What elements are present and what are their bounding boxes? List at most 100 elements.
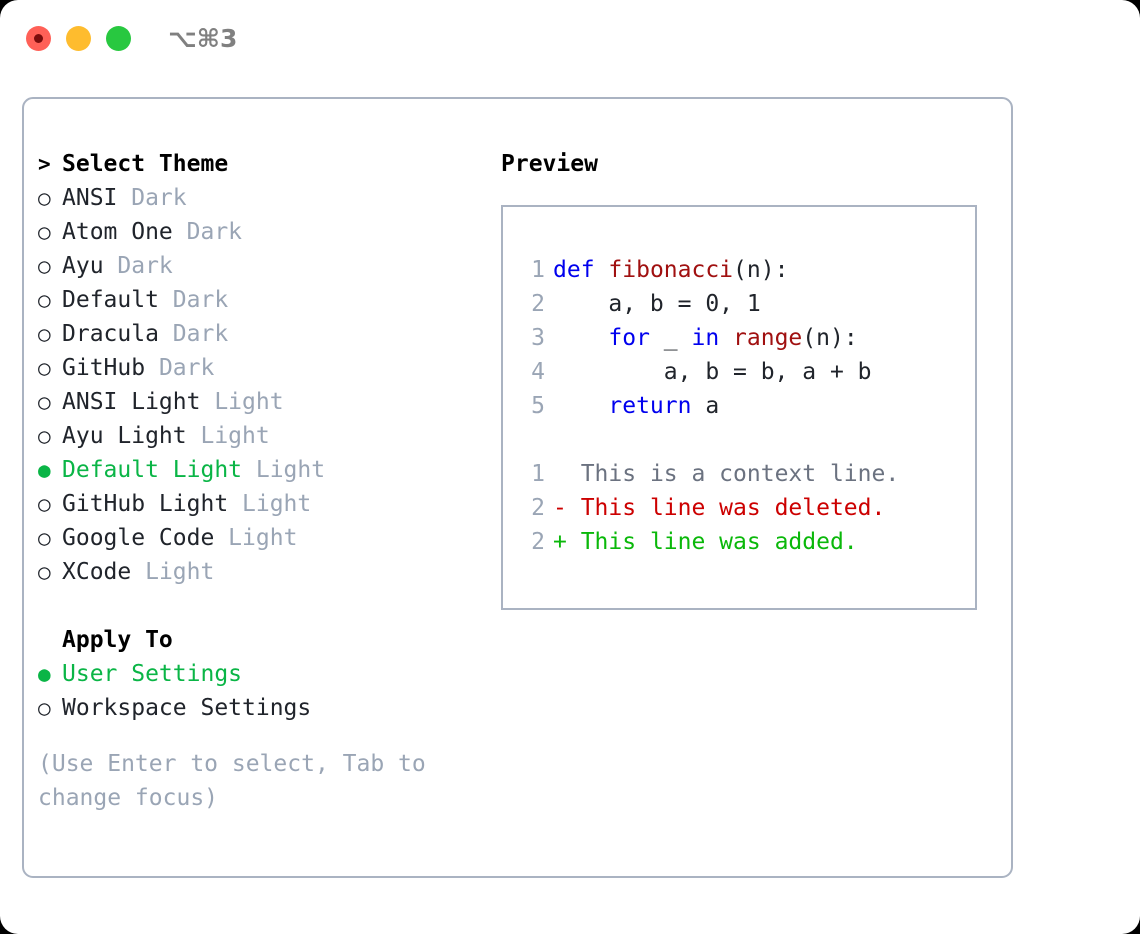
prompt-caret-icon: > xyxy=(38,152,51,176)
theme-option-default-light[interactable]: ● Default Light Light xyxy=(38,453,478,487)
apply-to-option-label: Workspace Settings xyxy=(62,695,312,721)
theme-selector-panel: >Select Theme ○ANSI Dark○Atom One Dark○A… xyxy=(22,97,1013,878)
code-token: (n): xyxy=(802,325,858,351)
theme-option-label: Atom One xyxy=(62,219,173,245)
line-number: 2 xyxy=(531,291,545,317)
theme-option-tag: Dark xyxy=(103,253,173,279)
theme-option-label: Ayu Light xyxy=(62,423,187,449)
radio-unselected-icon: ○ xyxy=(38,356,51,380)
radio-selected-icon: ● xyxy=(38,458,51,482)
preview-gap xyxy=(519,423,975,457)
diff-line: 2+ This line was added. xyxy=(519,525,975,559)
line-number: 1 xyxy=(531,257,545,283)
theme-option-ayu[interactable]: ○Ayu Dark xyxy=(38,249,478,283)
theme-option-label: Default xyxy=(62,287,159,313)
radio-unselected-icon: ○ xyxy=(38,288,51,312)
apply-to-options: ●User Settings ○ Workspace Settings xyxy=(38,657,478,725)
theme-options: ○ANSI Dark○Atom One Dark○Ayu Dark○Defaul… xyxy=(38,181,478,589)
line-number: 3 xyxy=(531,325,545,351)
diff-line: 1 This is a context line. xyxy=(519,457,975,491)
theme-option-label: GitHub xyxy=(62,355,146,381)
minimize-button[interactable] xyxy=(66,26,91,51)
theme-option-label: XCode xyxy=(62,559,132,585)
keyboard-hint-text: (Use Enter to select, Tab to change focu… xyxy=(38,751,426,811)
theme-option-github[interactable]: ○GitHub Dark xyxy=(38,351,478,385)
theme-option-label: Ayu xyxy=(62,253,104,279)
theme-list-header-label: Select Theme xyxy=(62,151,229,177)
theme-option-tag: Light xyxy=(228,491,312,517)
radio-selected-icon: ● xyxy=(38,662,51,686)
diff-line: 2- This line was deleted. xyxy=(519,491,975,525)
theme-option-tag: Light xyxy=(214,525,298,551)
line-number: 2 xyxy=(531,529,545,555)
code-token: fibonacci xyxy=(608,257,734,283)
theme-option-label: GitHub Light xyxy=(62,491,229,517)
theme-option-tag: Dark xyxy=(117,185,187,211)
code-token: a xyxy=(691,393,720,419)
preview-title: Preview xyxy=(501,151,598,177)
theme-option-label: Default Light xyxy=(62,457,243,483)
apply-to-header: Apply To xyxy=(38,623,478,657)
radio-unselected-icon: ○ xyxy=(38,390,51,414)
theme-option-label: ANSI Light xyxy=(62,389,201,415)
title-bar: ⌥⌘3 xyxy=(0,0,1140,78)
diff-sample: 1 This is a context line.2- This line wa… xyxy=(519,457,975,559)
theme-option-google-code[interactable]: ○ Google Code Light xyxy=(38,521,478,555)
code-token xyxy=(595,257,609,283)
code-line: 4 a, b = b, a + b xyxy=(519,355,975,389)
theme-option-tag: Light xyxy=(242,457,326,483)
code-line: 3 for _ in range(n): xyxy=(519,321,975,355)
theme-option-ansi-light[interactable]: ○ ANSI Light Light xyxy=(38,385,478,419)
code-token: range xyxy=(733,325,803,351)
theme-option-label: Dracula xyxy=(62,321,159,347)
radio-unselected-icon: ○ xyxy=(38,186,51,210)
theme-option-label: Google Code xyxy=(62,525,215,551)
code-line: 5 return a xyxy=(519,389,975,423)
theme-option-xcode[interactable]: ○ XCode Light xyxy=(38,555,478,589)
radio-unselected-icon: ○ xyxy=(38,322,51,346)
radio-unselected-icon: ○ xyxy=(38,220,51,244)
diff-text: This is a context line. xyxy=(566,461,900,487)
theme-option-default[interactable]: ○Default Dark xyxy=(38,283,478,317)
radio-unselected-icon: ○ xyxy=(38,424,51,448)
theme-option-tag: Dark xyxy=(172,219,243,245)
close-icon xyxy=(34,34,43,43)
code-token: for xyxy=(608,325,650,351)
diff-marker: - xyxy=(553,495,567,521)
code-token xyxy=(719,325,733,351)
radio-unselected-icon: ○ xyxy=(38,526,51,550)
keyboard-shortcut-label: ⌥⌘3 xyxy=(168,24,238,53)
code-token: (n): xyxy=(733,257,789,283)
radio-unselected-icon: ○ xyxy=(38,560,51,584)
line-number: 1 xyxy=(531,461,545,487)
theme-option-ansi[interactable]: ○ ANSI Dark xyxy=(38,181,478,215)
code-token: return xyxy=(608,393,692,419)
radio-unselected-icon: ○ xyxy=(38,492,51,516)
code-token: in xyxy=(691,325,720,351)
maximize-button[interactable] xyxy=(106,26,131,51)
theme-option-tag: Dark xyxy=(158,321,229,347)
code-token: _ xyxy=(649,325,692,351)
code-token xyxy=(553,393,608,419)
theme-option-tag: Light xyxy=(200,389,284,415)
apply-to-header-label: Apply To xyxy=(62,627,173,653)
code-token: a, b = 0, 1 xyxy=(553,291,761,317)
list-spacer xyxy=(38,589,478,623)
theme-option-dracula[interactable]: ○ Dracula Dark xyxy=(38,317,478,351)
theme-option-github-light[interactable]: ○ GitHub Light Light xyxy=(38,487,478,521)
theme-option-atom-one[interactable]: ○ Atom One Dark xyxy=(38,215,478,249)
diff-text: This line was added. xyxy=(566,529,858,555)
diff-text: This line was deleted. xyxy=(566,495,886,521)
radio-unselected-icon: ○ xyxy=(38,696,51,720)
apply-to-option-user-settings[interactable]: ●User Settings xyxy=(38,657,478,691)
theme-option-tag: Light xyxy=(186,423,270,449)
theme-option-ayu-light[interactable]: ○ Ayu Light Light xyxy=(38,419,478,453)
theme-option-tag: Light xyxy=(131,559,215,585)
apply-to-option-workspace-settings[interactable]: ○ Workspace Settings xyxy=(38,691,478,725)
theme-option-label: ANSI xyxy=(62,185,118,211)
